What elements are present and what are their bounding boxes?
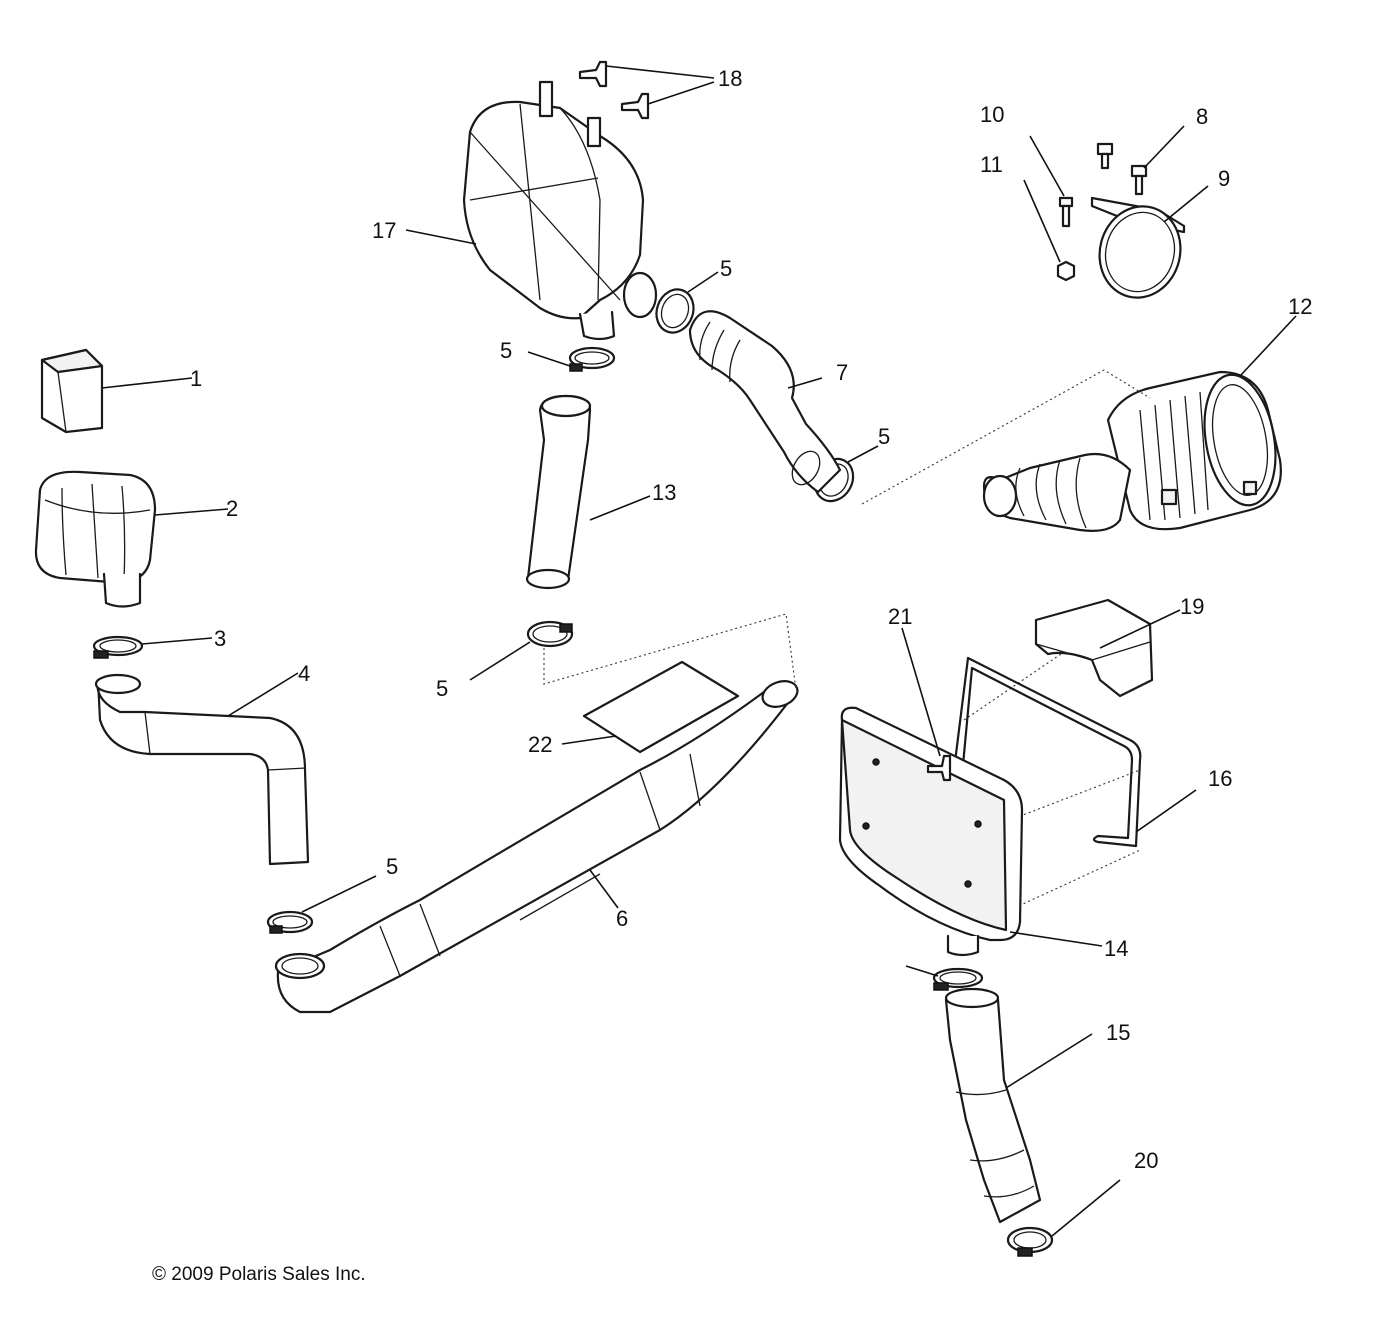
part-13-straight-hose — [525, 394, 651, 590]
callout-13: 13 — [652, 480, 676, 505]
callout-12: 12 — [1288, 294, 1312, 319]
callout-10: 10 — [980, 102, 1004, 127]
callout-20: 20 — [1134, 1148, 1158, 1173]
part-2-prefilter-housing — [34, 470, 229, 608]
callout-21: 21 — [888, 604, 912, 629]
callout-14: 14 — [1104, 936, 1128, 961]
callout-16: 16 — [1208, 766, 1232, 791]
part-15-outlet-hose — [944, 987, 1093, 1224]
part-5-clamp-d — [469, 620, 574, 681]
part-10-bolt — [1029, 135, 1074, 228]
callout-1: 1 — [190, 366, 202, 391]
copyright-notice: © 2009 Polaris Sales Inc. — [152, 1264, 366, 1285]
part-5-clamp-a — [655, 271, 719, 334]
callout-5: 5 — [720, 256, 732, 281]
part-7-curved-hose — [688, 310, 842, 494]
callout-5: 5 — [436, 676, 448, 701]
part-18-push-rivets — [578, 60, 715, 120]
callout-9: 9 — [1218, 166, 1230, 191]
callout-2: 2 — [226, 496, 238, 521]
callout-5: 5 — [386, 854, 398, 879]
part-1-foam-block — [40, 348, 193, 434]
part-5-clamp-b — [527, 346, 616, 372]
callout-4: 4 — [298, 661, 310, 686]
callout-17: 17 — [372, 218, 396, 243]
callout-15: 15 — [1106, 1020, 1130, 1045]
callout-22: 22 — [528, 732, 552, 757]
part-3-clamp-lower — [905, 965, 984, 991]
callout-labels: 1 2 3 4 5 5 5 5 5 6 7 8 9 10 11 12 13 14… — [190, 66, 1312, 1173]
part-6-long-duct — [274, 680, 799, 1014]
callout-6: 6 — [616, 906, 628, 931]
part-16-seal — [952, 656, 1197, 848]
part-14-airbox — [838, 706, 1103, 957]
part-17-airbox-silencer — [405, 80, 658, 341]
callout-5: 5 — [500, 338, 512, 363]
callout-18: 18 — [718, 66, 742, 91]
part-3-clamp-upper — [92, 635, 213, 659]
callout-19: 19 — [1180, 594, 1204, 619]
callout-8: 8 — [1196, 104, 1208, 129]
part-21-rivet — [901, 627, 952, 782]
part-12-air-filter-housing — [982, 315, 1297, 532]
part-4-elbow-tube — [94, 672, 310, 866]
callout-3: 3 — [214, 626, 226, 651]
callout-7: 7 — [836, 360, 848, 385]
part-11-nut — [1023, 179, 1076, 282]
part-19-foam — [1034, 598, 1181, 698]
callout-11: 11 — [980, 152, 1003, 177]
part-20-clamp — [1006, 1179, 1121, 1257]
part-22-decal — [561, 660, 740, 754]
part-5-clamp-e — [266, 875, 377, 934]
callout-5: 5 — [878, 424, 890, 449]
part-8-bolt — [1096, 125, 1185, 196]
part-9-band-bracket — [1090, 185, 1209, 299]
